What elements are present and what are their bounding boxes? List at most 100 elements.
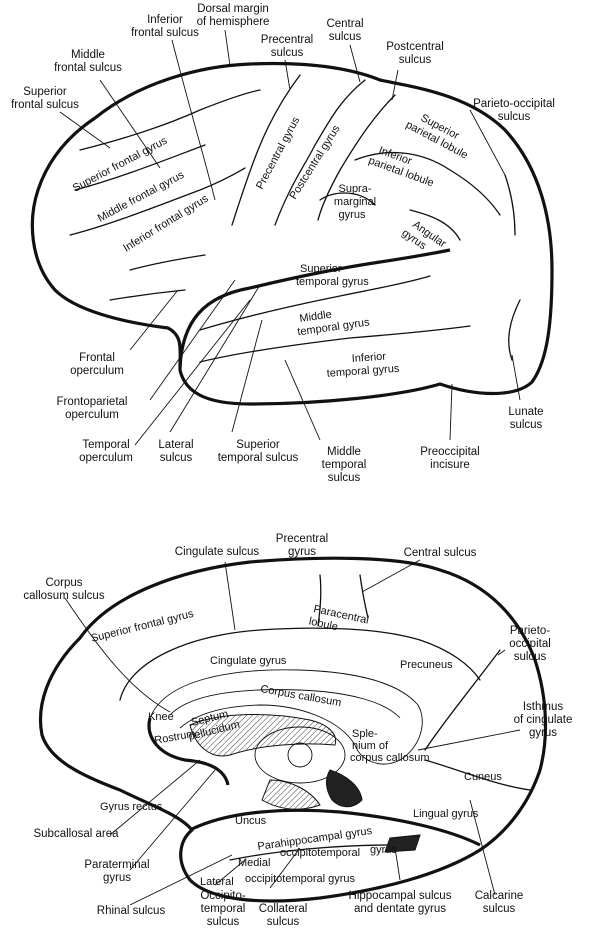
leader-occipitotemporal-sulcus — [214, 859, 246, 886]
leader-hippocampal — [394, 847, 401, 881]
central-sulcus-line — [274, 79, 366, 226]
leader-frontoparietal-operculum — [149, 279, 236, 401]
label-gyrus-rectus: Gyrus rectus — [100, 801, 163, 813]
leader-temporal-operculum — [134, 299, 251, 446]
middle-temporal-sulcus-line — [199, 325, 471, 363]
leader-lunate-sulcus — [511, 354, 521, 401]
septum-pellucidum-area — [189, 714, 337, 757]
label-cingulate-gyrus: Cingulate gyrus — [210, 655, 287, 667]
corpus-callosum-outline — [149, 669, 423, 765]
brainstem-cut — [325, 769, 363, 808]
label-uncus: Uncus — [235, 815, 267, 827]
postcentral-sulcus-line — [317, 94, 396, 221]
leader-collateral — [269, 847, 301, 889]
precentral-sulcus-line — [231, 74, 301, 226]
midbrain-area — [261, 779, 321, 810]
leader-central-sulcus-medial — [361, 559, 421, 593]
lunate-sulcus-line — [508, 299, 521, 361]
hippocampal-sulcus-dark — [384, 834, 421, 853]
leader-superior-temporal-sulcus — [231, 319, 263, 433]
leader-lateral-sulcus — [169, 284, 261, 433]
label-superior-parietal-lobule: Superiorparietal lobule — [404, 107, 476, 161]
extra-line-1 — [129, 254, 206, 271]
label-middle-temporal-gyrus: Middletemporal gyrus — [295, 303, 371, 338]
label-inferior-parietal-lobule: Inferiorparietal lobule — [367, 142, 440, 189]
middle-frontal-line — [74, 144, 206, 191]
corpus-callosum-inner — [169, 689, 401, 719]
leader-subcallosal — [109, 759, 201, 836]
label-cuneus: Cuneus — [464, 771, 502, 783]
parieto-occipital-line — [504, 174, 516, 236]
label-cingulate-sulcus: Cingulate sulcus — [175, 546, 260, 558]
collateral-sulcus-line — [229, 844, 391, 861]
leader-isthmus — [417, 729, 521, 751]
rostrum-curve — [147, 717, 230, 786]
label-rostrum: Rostrum — [153, 728, 196, 747]
label-paracentral-lobule: Paracentrallobule — [308, 603, 370, 640]
leader-frontal-operculum — [129, 289, 179, 351]
leader-postcentral-sulcus — [391, 69, 399, 101]
calcarine-sulcus-line — [424, 759, 531, 791]
central-sulcus-medial-line — [359, 574, 369, 619]
label-rhinal-sulcus: Rhinal sulcus — [97, 905, 166, 917]
leader-central-sulcus — [349, 44, 361, 83]
paracentral-line — [317, 574, 322, 626]
leader-parieto-occipital-sulcus-medial — [497, 649, 506, 656]
leader-cingulate-sulcus — [224, 561, 236, 631]
medial-hemisphere-outline — [38, 556, 548, 903]
intraparietal-sulcus-line — [354, 152, 501, 216]
lateral-hemisphere-outline — [30, 61, 554, 406]
leader-parieto-occipital-sulcus — [469, 109, 506, 176]
label-subcallosal-area: Subcallosal area — [33, 828, 119, 840]
angular-line — [409, 209, 461, 241]
label-precuneus: Precuneus — [400, 659, 453, 671]
thalamus-outline — [254, 726, 346, 784]
label-central-sulcus-medial: Central sulcus — [404, 547, 477, 559]
leader-dorsal-margin — [224, 29, 231, 67]
leader-corpus-callosum-sulcus — [64, 597, 171, 713]
parieto-occipital-sulcus-line — [424, 649, 501, 751]
label-inferior-temporal-gyrus: Inferiortemporal gyrus — [325, 350, 400, 380]
interthalamic-adhesion — [287, 742, 313, 768]
temporal-medial-outline — [189, 808, 481, 847]
leader-precentral-sulcus — [284, 59, 291, 91]
leader-superior-frontal-sulcus — [59, 111, 111, 149]
leader-inferior-frontal-sulcus — [171, 39, 216, 201]
leader-calcarine — [469, 799, 496, 896]
supramarginal-line — [319, 192, 376, 206]
label-lingual-gyrus: Lingual gyrus — [413, 808, 479, 820]
label-knee: Knee — [148, 711, 174, 723]
extra-line-2 — [109, 289, 186, 301]
leader-paraterminal — [129, 769, 216, 871]
cingulate-sulcus-line — [119, 627, 481, 701]
